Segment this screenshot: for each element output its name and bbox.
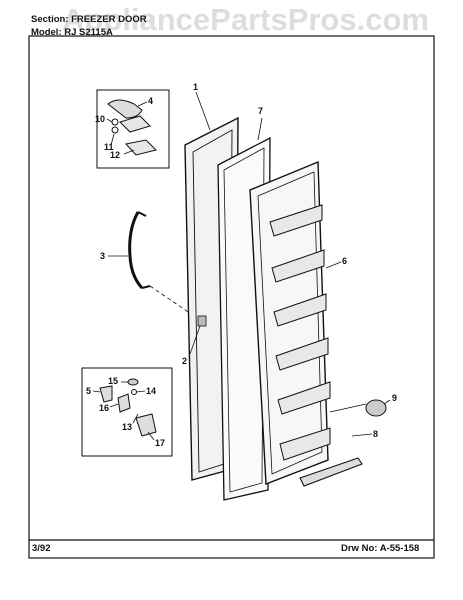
- callout-7: 7: [258, 106, 263, 116]
- callout-13: 13: [122, 422, 132, 432]
- model-number: Model: RJ S2115A: [31, 27, 113, 38]
- callout-15: 15: [108, 376, 118, 386]
- callout-4: 4: [148, 96, 153, 106]
- callout-9: 9: [392, 393, 397, 403]
- callout-17: 17: [155, 438, 165, 448]
- callout-6: 6: [342, 256, 347, 266]
- callout-leaders: [92, 91, 391, 441]
- drawing-number: Drw No: A-55-158: [341, 543, 420, 554]
- revision-date: 3/92: [32, 543, 51, 554]
- callout-12: 12: [110, 150, 120, 160]
- callout-8: 8: [373, 429, 378, 439]
- callout-14: 14: [146, 386, 156, 396]
- callout-3: 3: [100, 251, 105, 261]
- callout-11: 11: [104, 142, 114, 152]
- liner-bar-drawing: [299, 457, 363, 487]
- bottom-hinge-inset: [81, 367, 173, 457]
- section-title: Section: FREEZER DOOR: [31, 14, 147, 25]
- callout-10: 10: [95, 114, 105, 124]
- watermark: AppliancePartsPros.com: [62, 2, 429, 37]
- door-liner-drawing: [249, 160, 331, 486]
- callout-2: 2: [182, 356, 187, 366]
- cap-drawing: [329, 399, 387, 417]
- callout-1: 1: [193, 82, 198, 92]
- callout-16: 16: [99, 403, 109, 413]
- drawing-border: [28, 35, 435, 559]
- top-hinge-inset: [96, 89, 170, 169]
- callout-5: 5: [86, 386, 91, 396]
